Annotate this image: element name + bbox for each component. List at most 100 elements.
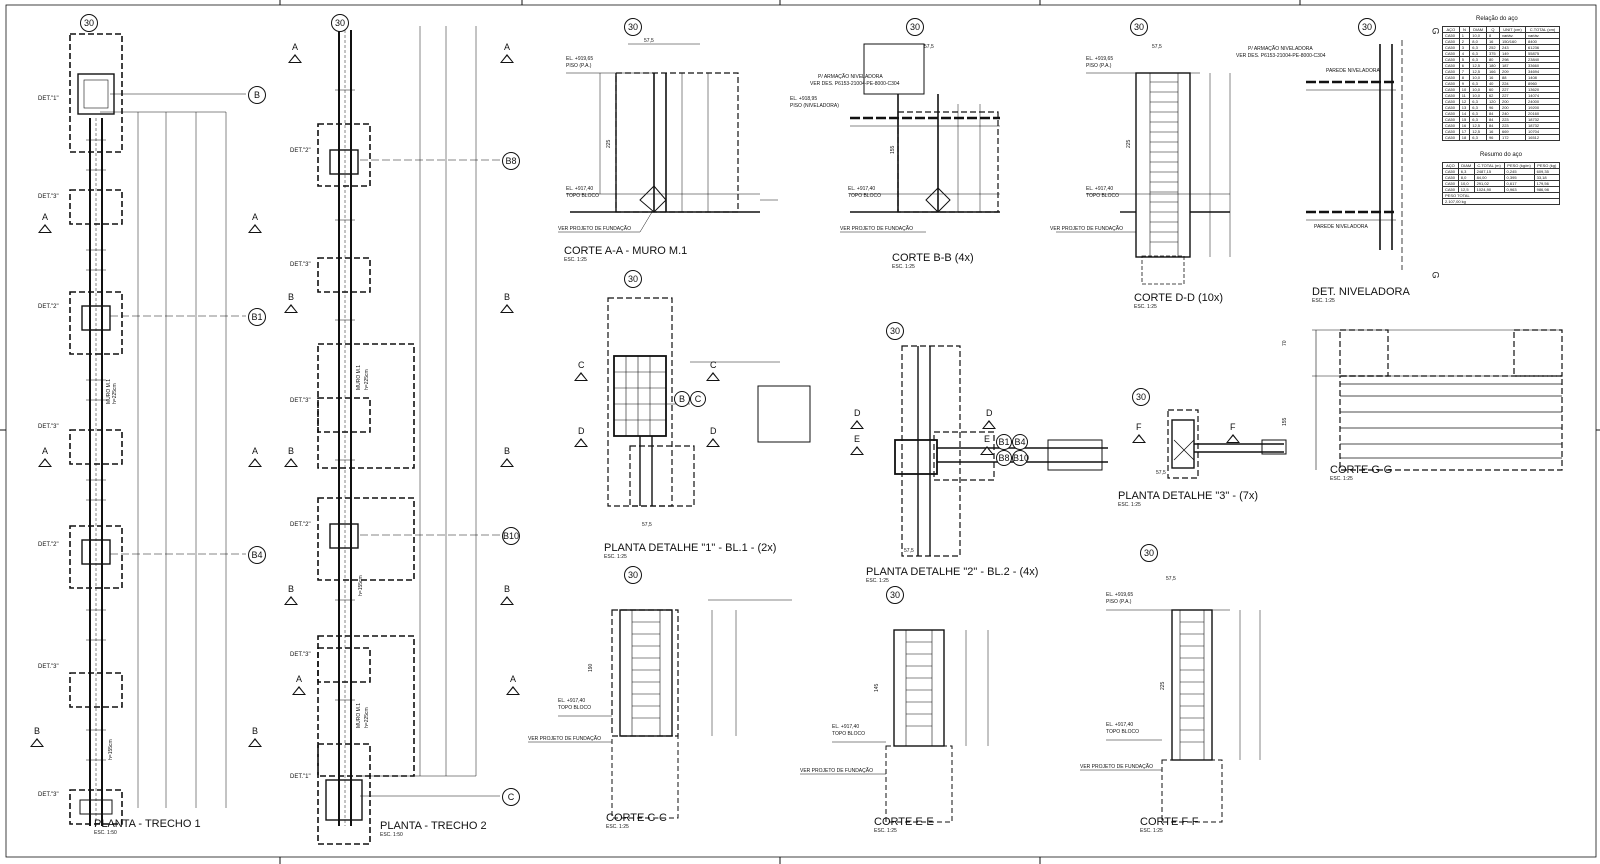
elevation-note: TOPO BLOCO (558, 705, 591, 711)
table-cell: 18 (1458, 134, 1471, 141)
view-scale: ESC. 1:25 (874, 828, 897, 834)
table-cell: 6,3 (1469, 134, 1487, 141)
reference-note: VER PROJETO DE FUNDAÇÃO (528, 736, 601, 742)
axis-bubble-b10: B10 (502, 527, 520, 545)
dimension-label: 155 (1282, 417, 1288, 426)
table-title: Resumo do aço (1480, 152, 1523, 158)
section-arrow-icon (574, 438, 588, 447)
elevation-note: TOPO BLOCO (1106, 729, 1139, 735)
elevation-note: TOPO BLOCO (832, 731, 865, 737)
axis-bubble-b4: B4 (248, 546, 266, 564)
view-scale: ESC. 1:50 (380, 832, 403, 838)
section-mark-f: F (1230, 422, 1236, 432)
elevation-note: TOPO BLOCO (1086, 193, 1119, 199)
dimension-label: 190 (588, 663, 594, 672)
reference-note: VER PROJETO DE FUNDAÇÃO (800, 768, 873, 774)
section-mark-b: B (252, 726, 259, 736)
dimension-label: 155 (890, 145, 896, 154)
section-arrow-icon (248, 224, 262, 233)
section-arrow-icon (706, 438, 720, 447)
dimension-label: 57,5 (642, 522, 652, 528)
view-title: CORTE C-C (606, 812, 667, 824)
view-title: PLANTA DETALHE "2" - BL.2 - (4x) (866, 566, 1039, 578)
muro-height: h=155cm (358, 575, 364, 596)
wall-note: PAREDE NIVELADORA (1314, 224, 1368, 230)
table-cell: 96 (1485, 134, 1500, 141)
axis-bubble-c: C (690, 391, 706, 407)
section-mark-b: B (504, 584, 511, 594)
section-mark-f: F (1136, 422, 1142, 432)
section-mark-a: A (292, 42, 299, 52)
det-label: DET."3" (290, 652, 311, 658)
rebar-note: P/ ARMAÇÃO NIVELADORA (1248, 46, 1313, 52)
section-arrow-icon (1226, 434, 1240, 443)
muro-label: MURO M.1 (356, 365, 362, 390)
view-title: CORTE G-G (1330, 464, 1393, 476)
section-mark-b: B (34, 726, 41, 736)
dimension-label: 145 (874, 683, 880, 692)
muro-height: h=225cm (112, 383, 118, 404)
column-header: PESO (kg/m) (1503, 162, 1535, 169)
elevation-label: EL. +917,40 (832, 724, 860, 730)
dimension-label: 57,5 (904, 548, 914, 554)
view-title: PLANTA - TRECHO 1 (94, 818, 201, 830)
section-arrow-icon (500, 596, 514, 605)
callout-circle: 30 (624, 566, 642, 584)
elevation-label: EL. +917,40 (566, 186, 594, 192)
view-scale: ESC. 1:25 (1140, 828, 1163, 834)
elevation-label: EL. +917,40 (848, 186, 876, 192)
reference-note: VER PROJETO DE FUNDAÇÃO (1050, 226, 1123, 232)
section-mark-a: A (42, 446, 49, 456)
view-title: DET. NIVELADORA (1312, 286, 1410, 298)
section-arrow-icon (850, 420, 864, 429)
elevation-note: PISO (P.A.) (566, 63, 592, 69)
callout-circle: 30 (886, 586, 904, 604)
table-cell: 172 (1498, 134, 1527, 141)
callout-circle: 30 (1358, 18, 1376, 36)
column-header: UNIT (cm) (1498, 26, 1527, 33)
section-arrow-icon (982, 420, 996, 429)
section-arrow-icon (288, 54, 302, 63)
view-title: CORTE D-D (10x) (1134, 292, 1224, 304)
section-mark-b: B (504, 446, 511, 456)
axis-bubble-c: C (502, 788, 520, 806)
det-label: DET."3" (38, 792, 59, 798)
section-mark-b: B (288, 446, 295, 456)
section-mark-g: G (1430, 271, 1441, 279)
det-label: DET."1" (290, 774, 311, 780)
section-arrow-icon (248, 738, 262, 747)
section-mark-d: D (710, 426, 717, 436)
view-title: CORTE F-F (1140, 816, 1199, 828)
view-scale: ESC. 1:25 (1330, 476, 1353, 482)
section-mark-e: E (984, 434, 991, 444)
dimension-label: 57,5 (924, 44, 934, 50)
det-label: DET."3" (38, 664, 59, 670)
det-label: DET."2" (38, 542, 59, 548)
section-mark-g: G (1430, 27, 1441, 35)
section-arrow-icon (30, 738, 44, 747)
callout-circle: 30 (1132, 388, 1150, 406)
table-cell: 16512 (1525, 134, 1560, 141)
elevation-note: PISO (NIVELADORA) (790, 103, 839, 109)
column-header: C.TOTAL (m) (1473, 162, 1505, 169)
callout-circle: 30 (906, 18, 924, 36)
view-title: PLANTA - TRECHO 2 (380, 820, 487, 832)
section-arrow-icon (1132, 434, 1146, 443)
section-mark-e: E (854, 434, 861, 444)
section-mark-a: A (252, 212, 259, 222)
section-mark-d: D (986, 408, 993, 418)
section-mark-b: B (504, 292, 511, 302)
elevation-note: TOPO BLOCO (566, 193, 599, 199)
table-total-row: 2.107,00 kg (1442, 198, 1560, 205)
det-label: DET."3" (38, 424, 59, 430)
axis-bubble-b8: B8 (996, 450, 1012, 466)
dimension-label: 57,5 (1152, 44, 1162, 50)
elevation-label: EL. +917,40 (1086, 186, 1114, 192)
section-arrow-icon (284, 596, 298, 605)
wall-note: PAREDE NIVELADORA (1326, 68, 1380, 74)
section-mark-a: A (252, 446, 259, 456)
